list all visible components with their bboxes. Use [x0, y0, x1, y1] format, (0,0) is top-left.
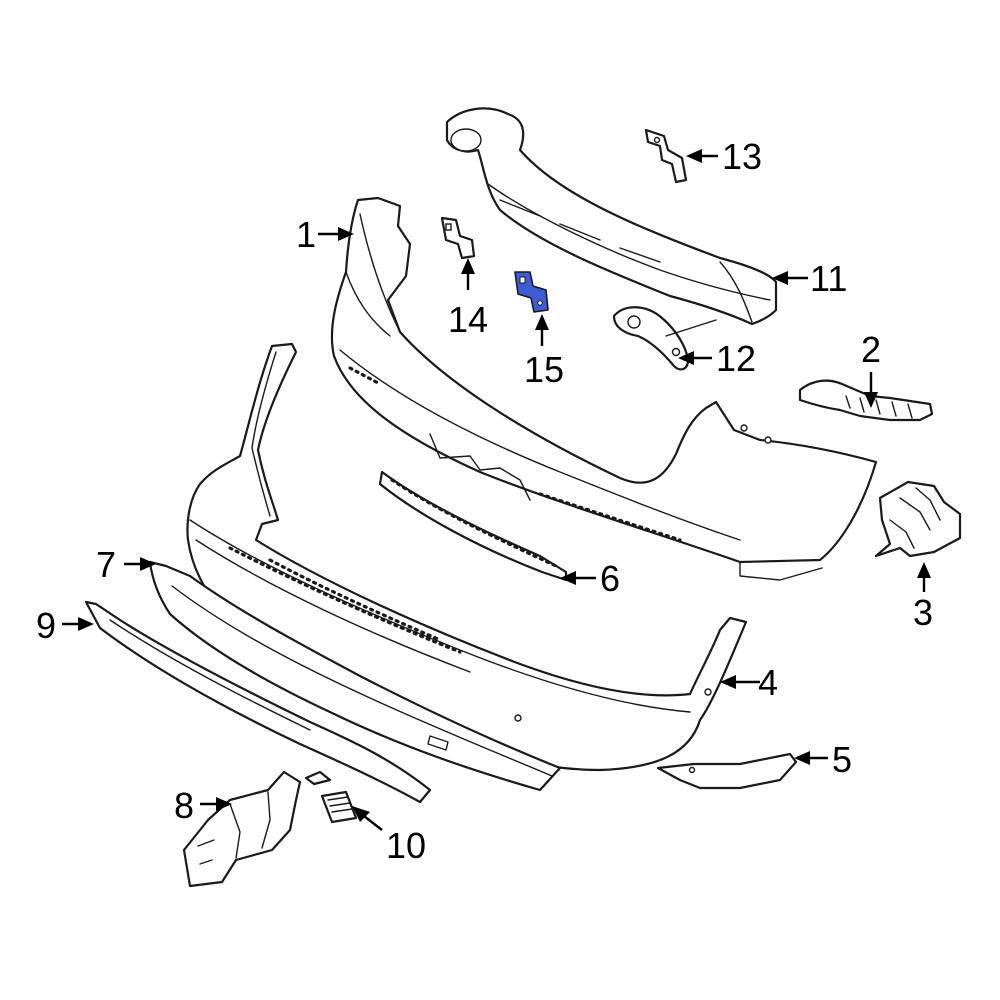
- part-8-splash-shield: [182, 770, 302, 888]
- part-13-bracket: [644, 128, 688, 184]
- callout-13: 13: [722, 136, 762, 177]
- callout-14: 14: [448, 299, 488, 340]
- callout-1: 1: [296, 214, 316, 255]
- part-15-bracket-highlighted: [514, 271, 549, 313]
- part-3-guide-bracket: [874, 480, 962, 558]
- callout-5: 5: [832, 739, 852, 780]
- callout-12: 12: [716, 338, 756, 379]
- part-5-side-trim: [656, 752, 798, 790]
- part-14-bracket: [440, 216, 476, 260]
- callout-8: 8: [174, 785, 194, 826]
- part-2-side-bracket: [798, 379, 934, 422]
- callout-11: 11: [810, 258, 847, 299]
- part-11-impact-bar: [445, 107, 778, 326]
- callout-4: 4: [758, 662, 778, 703]
- callout-3: 3: [913, 592, 933, 633]
- callout-15: 15: [524, 349, 564, 390]
- part-1-bumper-cover: [330, 196, 878, 581]
- part-7-diffuser: [148, 560, 562, 792]
- callout-9: 9: [36, 605, 56, 646]
- callout-arrows: [62, 149, 931, 831]
- callout-6: 6: [600, 558, 620, 599]
- part-12-bracket: [612, 306, 717, 371]
- callout-labels: 1 2 3 4 5 6 7 8 9 10 11 12 13 14 15: [36, 136, 933, 866]
- callout-2: 2: [861, 329, 881, 370]
- callout-10: 10: [386, 825, 426, 866]
- part-10-grille-insert: [304, 770, 358, 824]
- callout-7: 7: [96, 544, 116, 585]
- part-9-lower-lip: [84, 600, 432, 804]
